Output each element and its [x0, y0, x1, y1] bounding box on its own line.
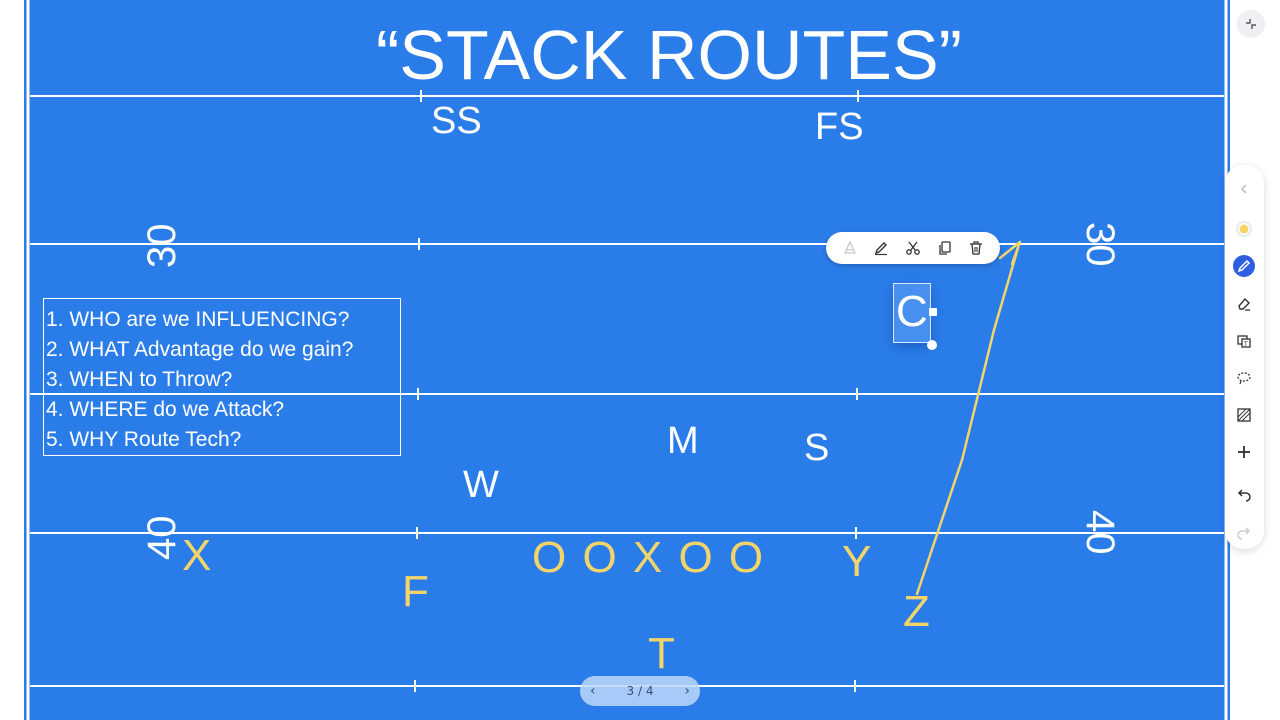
defender-s[interactable]: S: [804, 427, 830, 469]
collapse-chevron-icon[interactable]: [1232, 177, 1256, 201]
highlighter-color-icon[interactable]: [1232, 217, 1256, 241]
eraser-icon[interactable]: [1232, 292, 1256, 316]
defender-ss[interactable]: SS: [431, 100, 482, 142]
route-arrowhead: [998, 240, 1022, 266]
selection-box[interactable]: [893, 283, 931, 343]
text-box-icon[interactable]: T: [1232, 329, 1256, 353]
svg-text:T: T: [1243, 341, 1248, 348]
yard-number-left-bottom: 40: [140, 515, 184, 561]
back-f[interactable]: F: [402, 567, 429, 616]
back-t[interactable]: T: [648, 629, 675, 678]
yard-number-left-top: 30: [140, 223, 184, 269]
fill-icon[interactable]: [839, 237, 861, 259]
minimize-icon[interactable]: [1237, 10, 1265, 38]
yard-number-right-top: 30: [1078, 222, 1122, 267]
question-box: 1. WHO are we INFLUENCING? 2. WHAT Advan…: [43, 298, 401, 456]
prev-page-button[interactable]: ‹: [590, 683, 596, 699]
delete-icon[interactable]: [965, 237, 987, 259]
receiver-y[interactable]: Y: [842, 537, 872, 586]
slide-title: “STACK ROUTES”: [376, 16, 962, 94]
question-3: 3. WHEN to Throw?: [46, 368, 233, 391]
page-navigator: ‹ 3 / 4 ›: [580, 676, 700, 706]
z-route-line: [915, 246, 1020, 596]
defender-m[interactable]: M: [667, 420, 699, 462]
receiver-x[interactable]: X: [182, 531, 212, 580]
cut-icon[interactable]: [902, 237, 924, 259]
copy-icon[interactable]: [934, 237, 956, 259]
resize-handle[interactable]: [929, 308, 937, 316]
selection-context-toolbar: [826, 232, 1000, 264]
redo-icon[interactable]: [1232, 521, 1256, 545]
lasso-icon[interactable]: [1232, 366, 1256, 390]
next-page-button[interactable]: ›: [684, 683, 690, 699]
page-indicator: 3 / 4: [626, 684, 654, 698]
question-4: 4. WHERE do we Attack?: [46, 398, 285, 421]
question-5: 5. WHY Route Tech?: [46, 428, 242, 451]
defender-fs[interactable]: FS: [815, 106, 864, 148]
receiver-z[interactable]: Z: [903, 587, 930, 636]
shapes-icon[interactable]: [1232, 403, 1256, 427]
undo-icon[interactable]: [1232, 483, 1256, 507]
pen-icon[interactable]: [1232, 254, 1256, 278]
question-1: 1. WHO are we INFLUENCING?: [46, 308, 350, 331]
question-2: 2. WHAT Advantage do we gain?: [46, 338, 354, 361]
drawing-toolbar: T: [1225, 165, 1264, 549]
add-icon[interactable]: [1232, 440, 1256, 464]
offensive-line[interactable]: O O X O O: [532, 533, 764, 582]
defender-c[interactable]: C: [896, 287, 928, 336]
rotate-handle[interactable]: [927, 340, 937, 350]
pen-icon[interactable]: [870, 237, 892, 259]
defender-w[interactable]: W: [463, 464, 499, 506]
hash-marks: [414, 90, 859, 692]
yard-number-right-bottom: 40: [1078, 510, 1122, 555]
slide-canvas: “STACK ROUTES” 30 40 30 40 1. WHO are we…: [24, 0, 1230, 720]
